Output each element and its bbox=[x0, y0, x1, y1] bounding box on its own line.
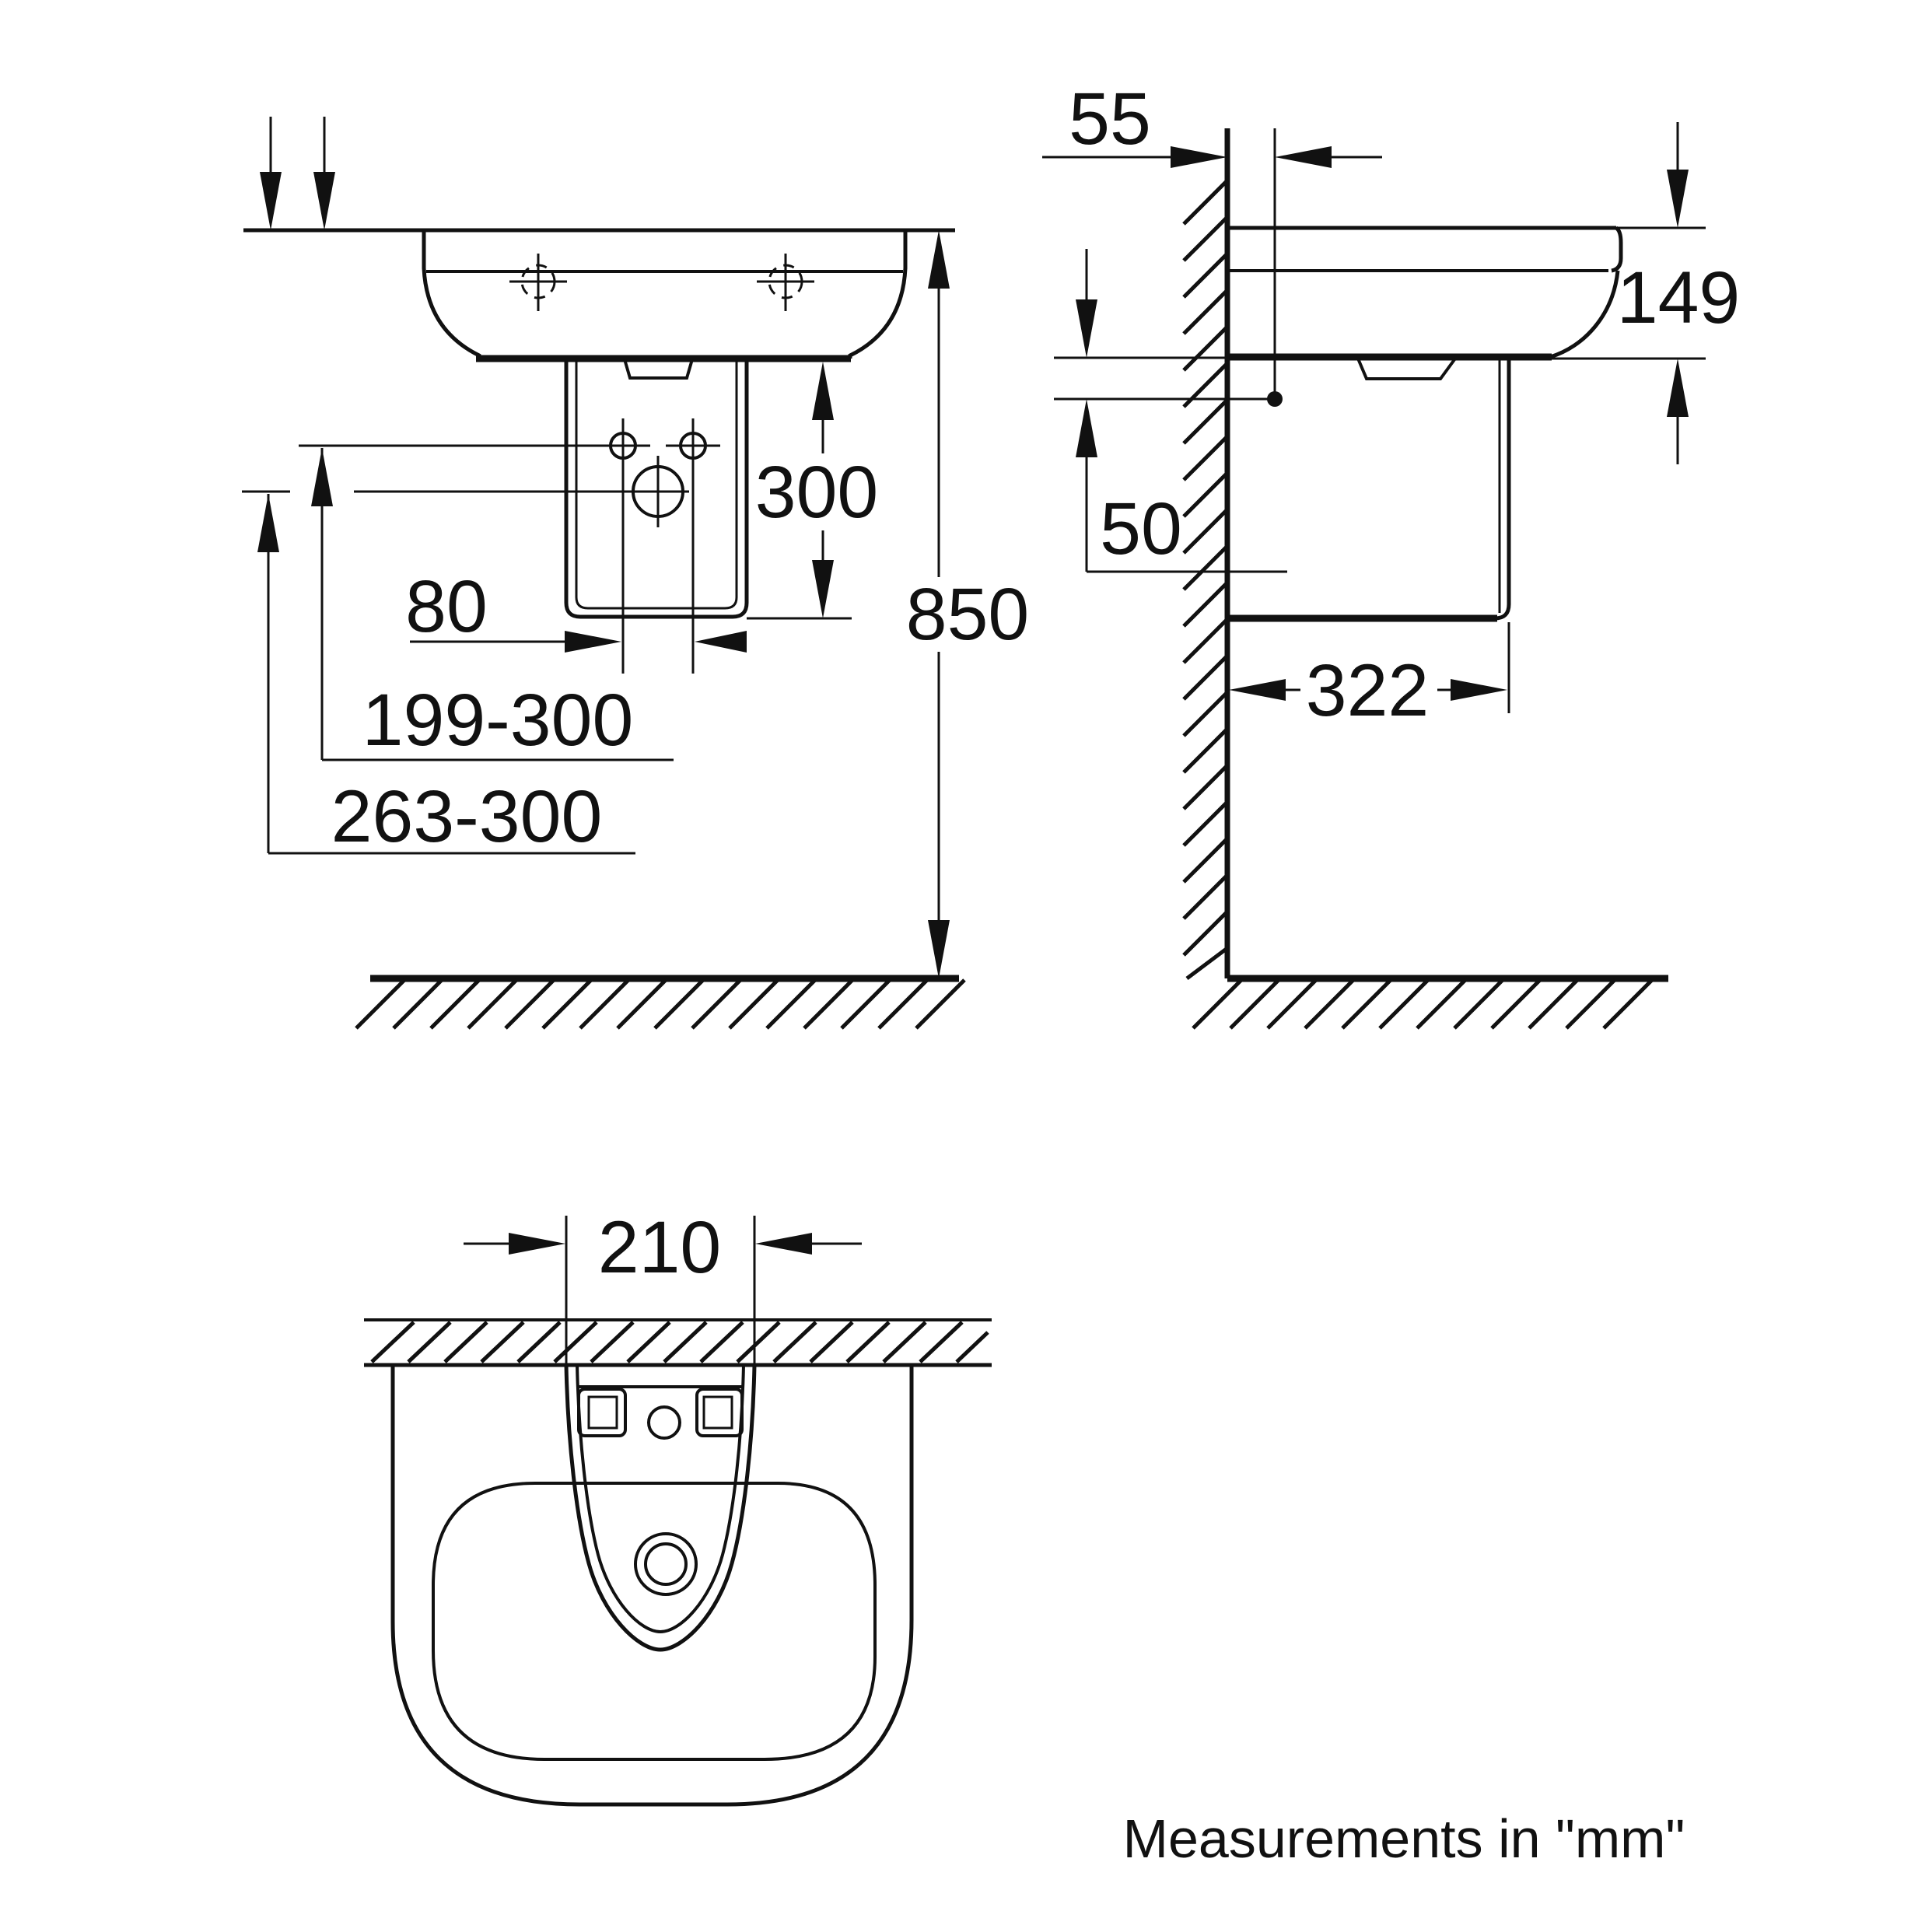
wall-hatching-icon bbox=[1182, 179, 1229, 980]
dim-label-55: 55 bbox=[1069, 78, 1151, 160]
dim-label-300: 300 bbox=[755, 451, 879, 534]
pedestal-holes bbox=[596, 418, 720, 674]
dim-trap-width: 210 bbox=[464, 1206, 862, 1363]
wall-strip-hatching-icon bbox=[370, 1321, 989, 1363]
dim-trap-range: 263-300 bbox=[242, 490, 635, 858]
floor-front bbox=[355, 975, 966, 1030]
dim-label-850: 850 bbox=[906, 573, 1030, 656]
dim-pedestal-height: 300 bbox=[747, 362, 879, 620]
dim-basin-projection: 322 bbox=[1229, 622, 1510, 732]
floor-hatching-side-icon bbox=[1192, 978, 1654, 1030]
fixing-hole-bottom bbox=[647, 1405, 681, 1440]
bottom-view: 210 bbox=[364, 1206, 992, 1807]
rim-level-arrows-icon bbox=[260, 117, 335, 230]
dim-basin-depth: 149 bbox=[1550, 122, 1740, 464]
pedestal-side-outline bbox=[1227, 359, 1511, 622]
dim-label-80: 80 bbox=[405, 565, 488, 648]
basin-side-profile bbox=[1227, 226, 1706, 380]
dim-hole-spacing: 80 bbox=[405, 565, 747, 653]
faucet-hole-marks-icon bbox=[509, 254, 814, 311]
dim-rim-height: 850 bbox=[906, 230, 1030, 978]
fixing-clips-icon bbox=[577, 1388, 744, 1437]
pedestal-bottom-outline bbox=[564, 1364, 757, 1652]
front-view: 300 850 80 199-300 bbox=[242, 117, 1030, 1030]
dim-bracket-offset: 50 bbox=[1054, 249, 1287, 573]
dim-label-263-300: 263-300 bbox=[331, 775, 603, 858]
dim-faucet-to-wall: 55 bbox=[1042, 78, 1382, 168]
basin-bottom-outline bbox=[390, 1365, 914, 1807]
dim-drain-range: 199-300 bbox=[299, 444, 674, 761]
side-view: 55 149 bbox=[1042, 78, 1740, 1030]
units-caption: Measurements in "mm" bbox=[1123, 1808, 1685, 1869]
dim-label-50: 50 bbox=[1100, 488, 1182, 570]
underside-recess bbox=[1356, 357, 1457, 380]
dim-label-199-300: 199-300 bbox=[362, 679, 634, 761]
bracket-point-dot bbox=[1267, 391, 1283, 407]
floor-side bbox=[1192, 975, 1668, 1030]
dim-label-322: 322 bbox=[1306, 649, 1430, 732]
dim-label-210: 210 bbox=[598, 1206, 722, 1289]
drain-bottom-icon bbox=[634, 1532, 698, 1596]
pedestal-top-notch bbox=[623, 359, 694, 380]
pedestal-front-outline bbox=[564, 359, 749, 619]
dim-label-149: 149 bbox=[1617, 257, 1741, 339]
floor-hatching-icon bbox=[355, 978, 966, 1030]
wall-strip-bottom bbox=[364, 1318, 992, 1367]
basin-front-outline bbox=[422, 228, 908, 362]
